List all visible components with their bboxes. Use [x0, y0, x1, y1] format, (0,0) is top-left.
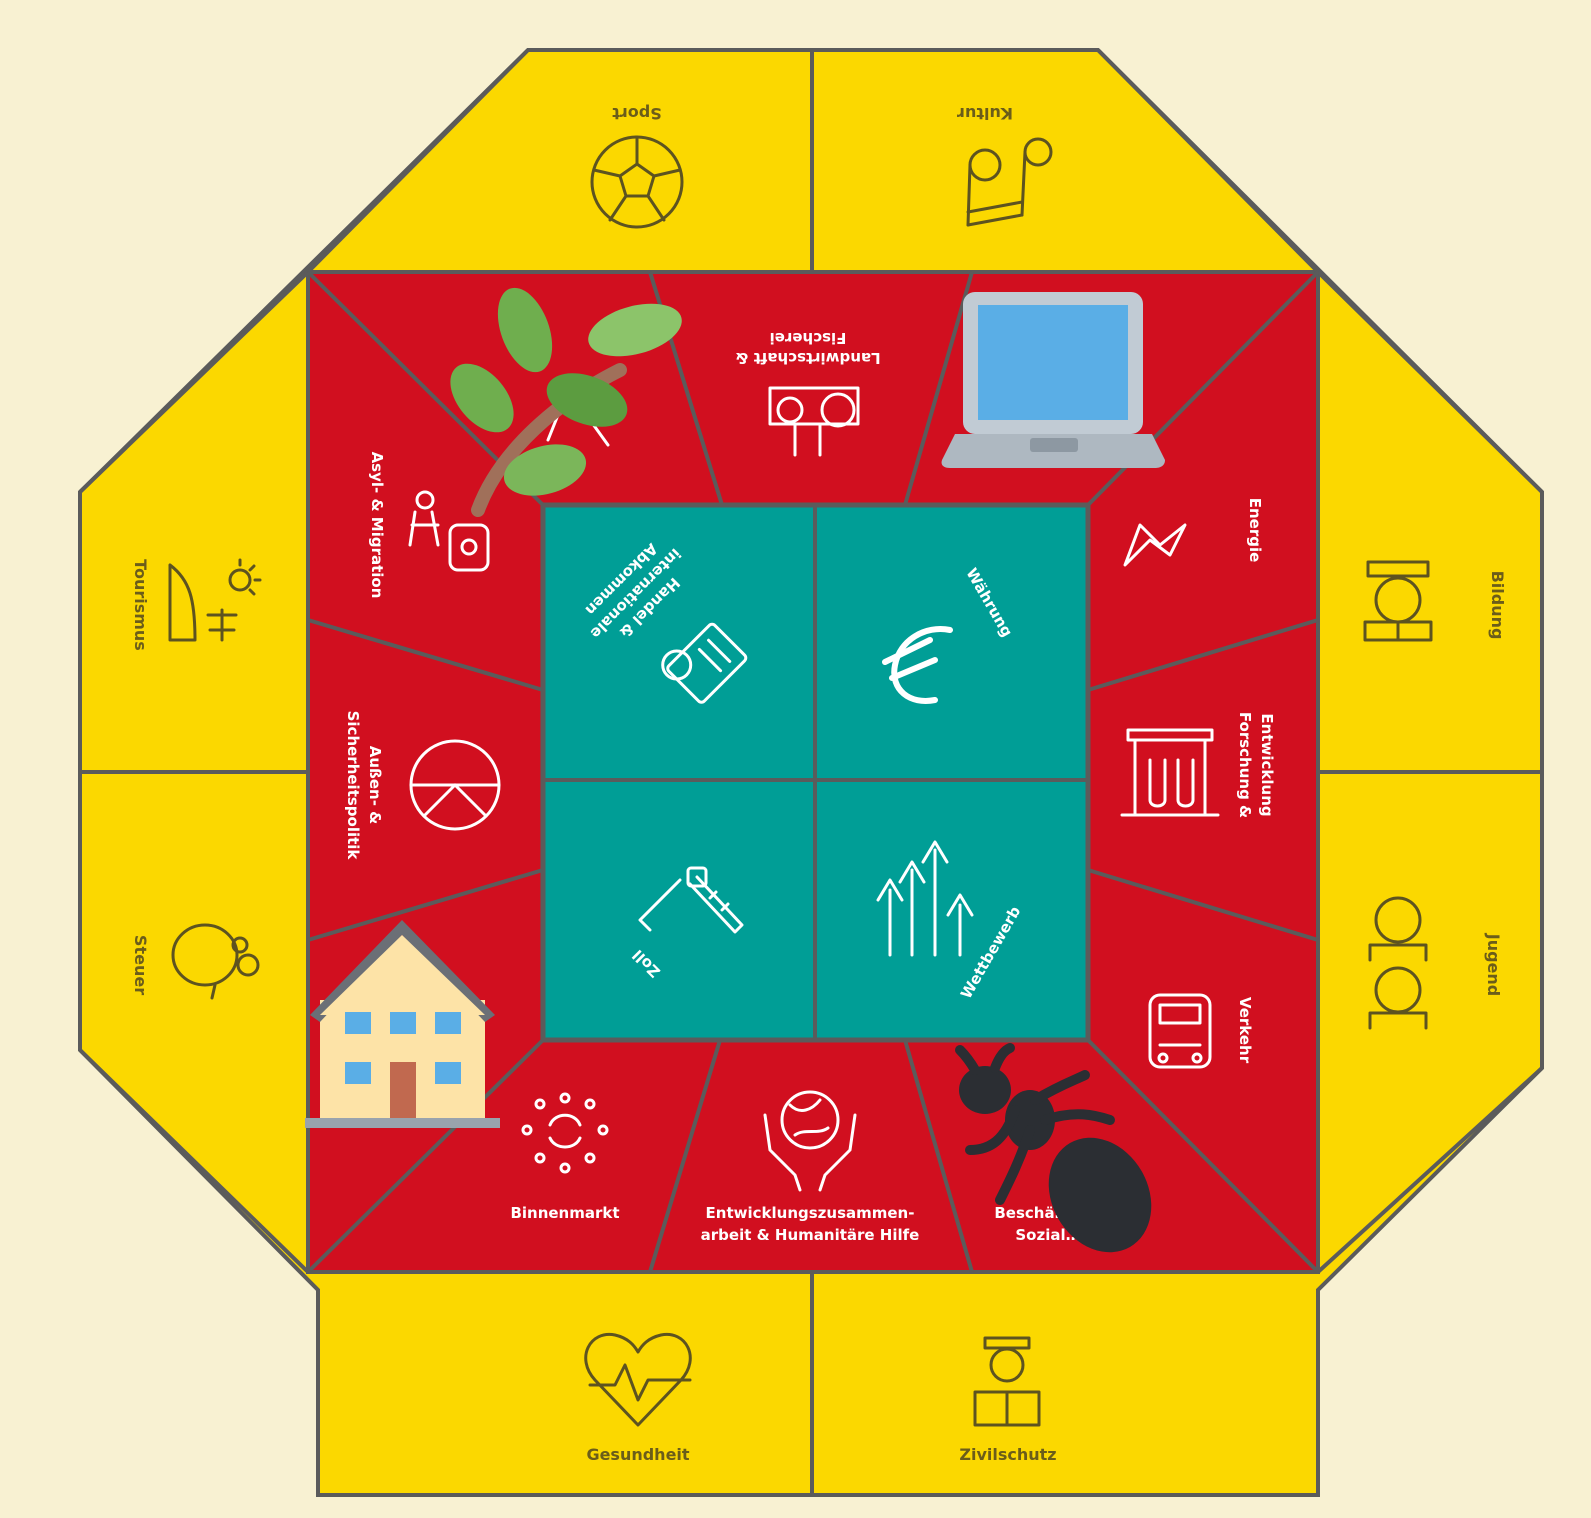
- gesundheit-label: Gesundheit: [586, 1445, 689, 1464]
- plant-branch-sticker[interactable]: [438, 280, 688, 517]
- field-gesundheit[interactable]: Gesundheit: [584, 1332, 692, 1464]
- landwirtschaft-label-1: Landwirtschaft &: [735, 349, 880, 367]
- bildung-label: Bildung: [1488, 571, 1507, 640]
- forschung-label-2: Entwicklung: [1258, 713, 1276, 816]
- field-tourismus[interactable]: Tourismus: [131, 558, 262, 651]
- beschaeftigung-label-2: Sozial…: [1015, 1226, 1080, 1244]
- field-entwicklungszusammenarbeit[interactable]: Entwicklungszusammen- arbeit & Humanitär…: [701, 1090, 920, 1244]
- field-zivilschutz[interactable]: Zivilschutz: [959, 1336, 1057, 1464]
- euro-icon: [882, 626, 953, 704]
- farmer-icon: [768, 386, 860, 457]
- steuer-label: Steuer: [131, 935, 150, 995]
- field-beschaeftigung[interactable]: Beschä… Sozial…: [994, 1204, 1080, 1244]
- handshake-document-icon: [661, 622, 748, 704]
- globe-hands-icon: [763, 1090, 857, 1192]
- eu-stars-cycle-icon: [521, 1092, 609, 1174]
- ant-sticker[interactable]: [955, 1043, 1172, 1271]
- leaf-icon: [450, 287, 682, 496]
- field-kultur[interactable]: Kultur: [957, 104, 1053, 227]
- car-icon: [1148, 993, 1212, 1069]
- zivilschutz-label: Zivilschutz: [959, 1445, 1056, 1464]
- landwirtschaft-label-2: Fischerei: [770, 329, 847, 347]
- verkehr-label: Verkehr: [1236, 997, 1254, 1064]
- beach-umbrella-icon: [168, 558, 262, 642]
- field-bildung[interactable]: Bildung: [1363, 560, 1507, 642]
- arrows-up-icon: [876, 840, 974, 957]
- jugend-label: Jugend: [1484, 933, 1503, 997]
- music-note-icon: [966, 137, 1053, 227]
- lightning-icon: [1123, 523, 1187, 567]
- field-asyl-migration[interactable]: Asyl- & Migration: [368, 452, 490, 599]
- house-sticker[interactable]: [305, 920, 500, 1128]
- officer-icon: [973, 1336, 1041, 1427]
- soccer-ball-icon: [590, 135, 684, 229]
- field-landwirtschaft[interactable]: Landwirtschaft & Fischerei: [735, 329, 881, 457]
- laptop-sticker[interactable]: [941, 292, 1165, 468]
- migration-icon: [408, 490, 490, 572]
- field-forschung[interactable]: Forschung & Entwicklung: [1120, 712, 1276, 818]
- binnenmarkt-label: Binnenmarkt: [510, 1204, 619, 1222]
- field-verkehr[interactable]: Verkehr: [1148, 993, 1254, 1069]
- field-sport[interactable]: Sport: [590, 104, 684, 229]
- piggy-bank-icon: [171, 923, 260, 1000]
- peace-icon: [409, 739, 501, 831]
- graduate-icon: [1363, 560, 1433, 642]
- beschaeftigung-label-1: Beschä…: [994, 1204, 1069, 1222]
- asyl-label: Asyl- & Migration: [368, 452, 386, 599]
- entwicklung-label-2: arbeit & Humanitäre Hilfe: [701, 1226, 920, 1244]
- forschung-label-1: Forschung &: [1236, 712, 1254, 818]
- energie-label: Energie: [1246, 498, 1264, 563]
- barrier-icon: [638, 866, 744, 934]
- kultur-label: Kultur: [957, 104, 1013, 123]
- entwicklung-label-1: Entwicklungszusammen-: [706, 1204, 915, 1222]
- field-aussenpolitik[interactable]: Außen- & Sicherheitspolitik: [344, 711, 501, 861]
- tourismus-label: Tourismus: [131, 559, 150, 651]
- field-steuer[interactable]: Steuer: [131, 923, 260, 1000]
- field-binnenmarkt[interactable]: Binnenmarkt: [510, 1092, 620, 1222]
- aussen-label-1: Außen- &: [366, 746, 384, 824]
- field-jugend[interactable]: Jugend: [1368, 896, 1503, 1030]
- field-energie[interactable]: Energie: [1123, 498, 1264, 567]
- lab-icon: [1120, 728, 1220, 817]
- aussen-label-2: Sicherheitspolitik: [344, 711, 362, 861]
- children-icon: [1368, 896, 1428, 1030]
- heart-icon: [584, 1332, 692, 1427]
- sport-label: Sport: [612, 104, 662, 123]
